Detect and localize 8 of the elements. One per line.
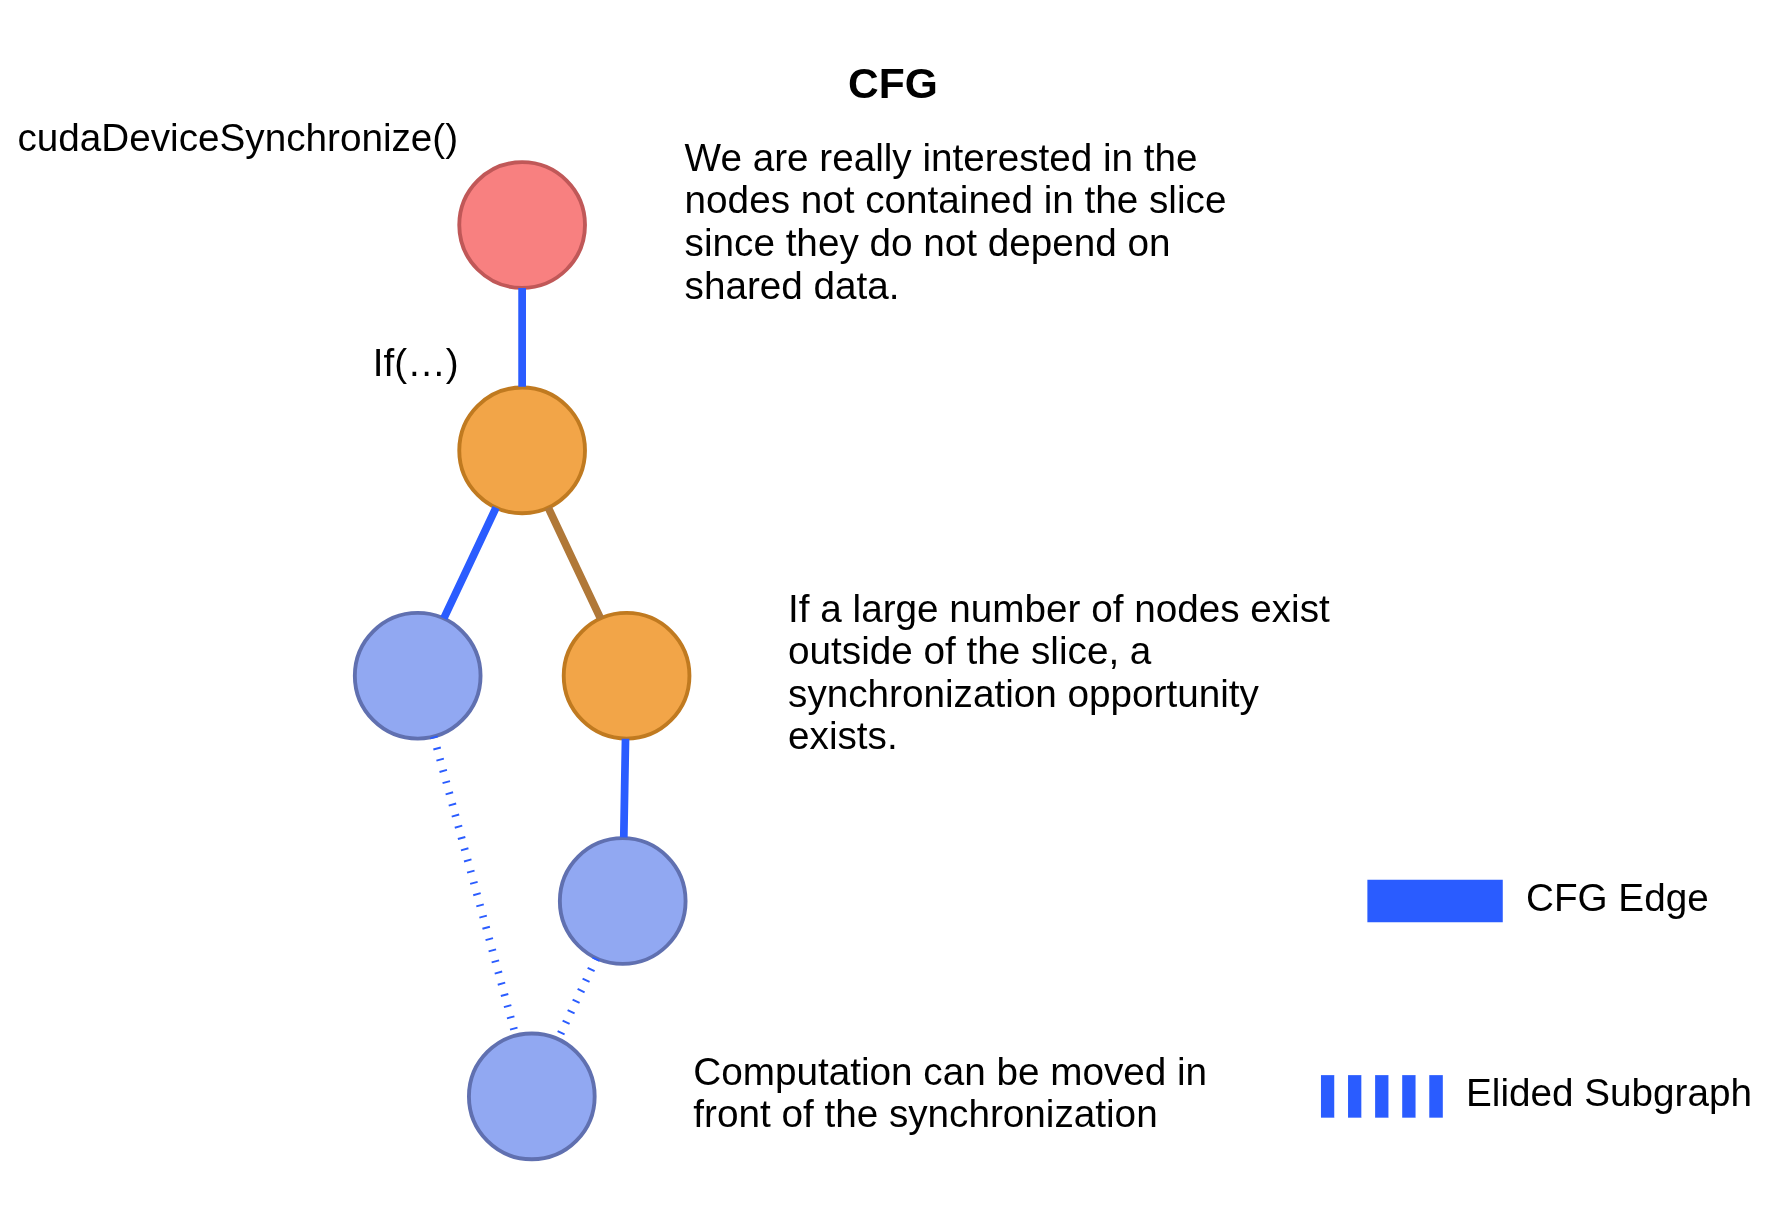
node-label: If(…) [372, 340, 459, 384]
legend-label: Elided Subgraph [1466, 1070, 1752, 1114]
legend-label: CFG Edge [1525, 875, 1709, 919]
label: Computation can be moved in front of the synchronization [693, 1049, 1208, 1135]
label: If a large number of nodes exist outside of the slice, a synchronization opportunity exists. [788, 586, 1330, 757]
diagram-title: CFG [848, 58, 938, 107]
label: We are really interested in the nodes not contained in the slice since they do not depend on shared data. [684, 135, 1227, 307]
node-label: cudaDeviceSynchronize() [17, 115, 459, 159]
